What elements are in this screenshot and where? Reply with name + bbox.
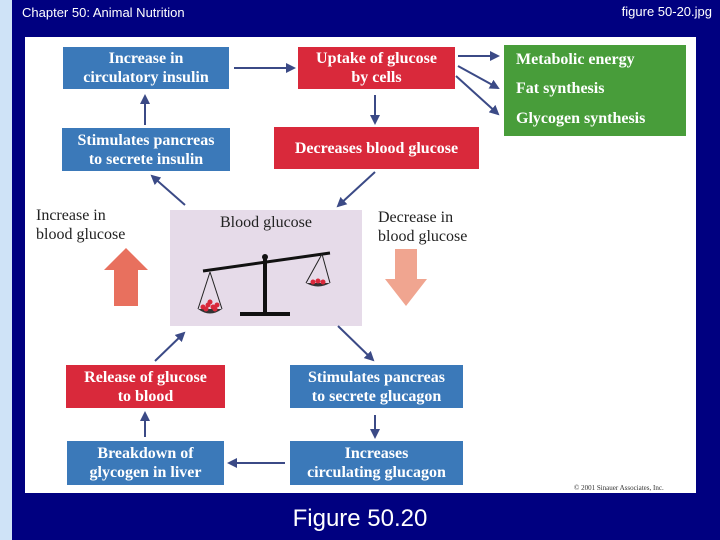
increase-insulin-box: Increase in circulatory insulin xyxy=(63,47,229,89)
file-name: figure 50-20.jpg xyxy=(621,4,712,19)
chapter-title: Chapter 50: Animal Nutrition xyxy=(22,5,185,20)
arrow-uptake-to-glycogen xyxy=(455,75,500,116)
up-arrow-icon xyxy=(104,248,148,306)
decreases-glucose-box: Decreases blood glucose xyxy=(274,127,479,169)
stimulates-glucagon-box: Stimulates pancreas to secrete glucagon xyxy=(290,365,463,408)
effect-fat-synthesis: Fat synthesis xyxy=(516,80,605,97)
stimulates-insulin-box: Stimulates pancreas to secrete insulin xyxy=(62,128,230,171)
arrow-panel-to-glucagon xyxy=(337,325,375,362)
decrease-blood-glucose-label: Decrease in blood glucose xyxy=(378,209,468,245)
effect-metabolic-energy: Metabolic energy xyxy=(516,51,635,68)
arrow-decrease-to-panel xyxy=(336,171,376,208)
copyright: © 2001 Sinauer Associates, Inc. xyxy=(574,484,664,492)
down-arrow-icon xyxy=(385,249,427,306)
release-glucose-box: Release of glucose to blood xyxy=(66,365,225,408)
arrow-panel-to-stimulate xyxy=(150,174,186,206)
increases-glucagon-box: Increases circulating glucagon xyxy=(290,441,463,485)
effects-box xyxy=(504,45,686,136)
breakdown-glycogen-box: Breakdown of glycogen in liver xyxy=(67,441,224,485)
uptake-glucose-box: Uptake of glucose by cells xyxy=(298,47,455,89)
figure-caption: Figure 50.20 xyxy=(292,505,428,532)
increase-blood-glucose-label: Increase in blood glucose xyxy=(36,207,126,243)
left-edge-strip xyxy=(0,0,12,540)
arrow-release-to-panel xyxy=(154,331,186,362)
blood-glucose-title: Blood glucose xyxy=(220,214,312,231)
arrow-uptake-to-fat xyxy=(457,65,500,89)
effect-glycogen-synthesis: Glycogen synthesis xyxy=(516,110,646,127)
balance-scale-icon xyxy=(197,251,331,316)
